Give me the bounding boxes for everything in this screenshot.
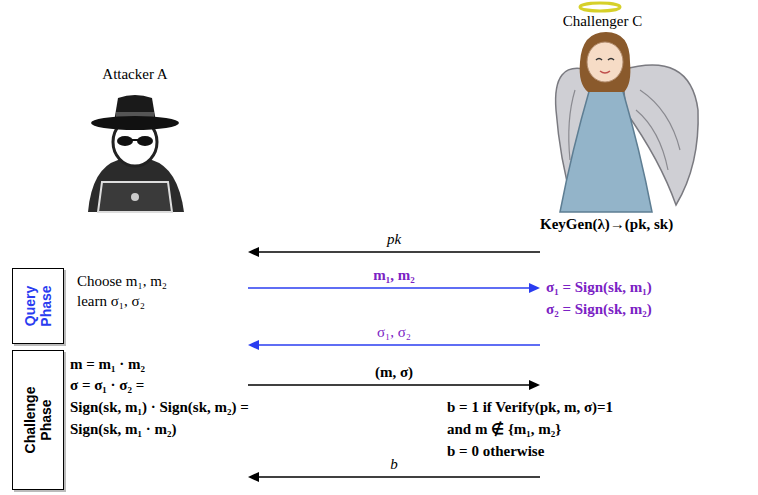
keygen-text: KeyGen(λ)→(pk, sk) xyxy=(540,215,673,233)
math-text: σ₁ = Sign(sk, m₁) xyxy=(546,278,652,296)
angel-figure xyxy=(556,3,699,212)
angel-dress xyxy=(560,88,652,212)
hacker-body xyxy=(88,160,184,212)
math-text: Sign(sk, m₁ · m₂) xyxy=(70,420,177,438)
arrow-head xyxy=(248,472,259,482)
message-arrow xyxy=(248,340,540,350)
math-text: Sign(sk, m₁) · Sign(sk, m₂) = xyxy=(70,398,249,416)
hacker-glasses-bridge xyxy=(131,139,139,141)
message-arrow xyxy=(248,247,540,257)
party-heading: Challenger C xyxy=(540,12,665,30)
party-column: Challenger C KeyGen(λ)→(pk, sk) xyxy=(540,0,750,492)
angel-face xyxy=(587,42,623,82)
math-text: b = 0 otherwise xyxy=(447,442,544,460)
angel-halo xyxy=(580,3,620,11)
arrow-head xyxy=(529,283,540,293)
angel-mouth xyxy=(600,71,610,73)
arrow-line xyxy=(248,384,530,386)
arrow-head xyxy=(248,247,259,257)
math-text: b = 1 if Verify(pk, m, σ)=1 xyxy=(447,398,613,416)
hacker-hat-brim xyxy=(91,116,179,130)
message-label: m₁, m₂ xyxy=(373,266,414,284)
party-heading: Attacker A xyxy=(65,65,205,83)
hacker-glasses xyxy=(117,136,133,146)
math-text: learn σ₁, σ₂ xyxy=(77,292,145,310)
message-arrow xyxy=(248,283,540,293)
phase-label: Challenge Phase xyxy=(22,380,54,460)
math-text: σ = σ₁ · σ₂ = xyxy=(70,376,144,394)
laptop-logo xyxy=(131,193,139,201)
phase-label: Query Phase xyxy=(22,271,54,341)
arrow-line xyxy=(258,476,540,478)
message-label: pk xyxy=(387,230,401,248)
math-text: m = m₁ · m₂ xyxy=(70,355,145,373)
angel-hair xyxy=(580,32,631,92)
math-text: σ₂ = Sign(sk, m₂) xyxy=(546,300,652,318)
message-label: b xyxy=(390,455,398,473)
arrow-line xyxy=(258,251,540,253)
message-label: σ₁, σ₂ xyxy=(377,323,411,341)
angel-eyes xyxy=(596,59,614,61)
message-arrow xyxy=(248,472,540,482)
message-arrow xyxy=(248,380,540,390)
phase-box: Challenge Phase xyxy=(12,350,64,490)
hacker-laptop xyxy=(98,182,172,212)
arrow-line xyxy=(248,287,530,289)
message-label: (m, σ) xyxy=(375,363,413,381)
phase-box: Query Phase xyxy=(12,268,64,344)
arrow-head xyxy=(248,340,259,350)
arrow-line xyxy=(258,344,540,346)
hacker-glasses xyxy=(137,136,153,146)
arrow-head xyxy=(529,380,540,390)
party-column: Attacker A xyxy=(65,55,248,485)
math-text: and m ∉ {m₁, m₂} xyxy=(447,420,561,438)
math-text: Choose m₁, m₂ xyxy=(77,272,167,290)
hacker-figure xyxy=(88,95,184,212)
